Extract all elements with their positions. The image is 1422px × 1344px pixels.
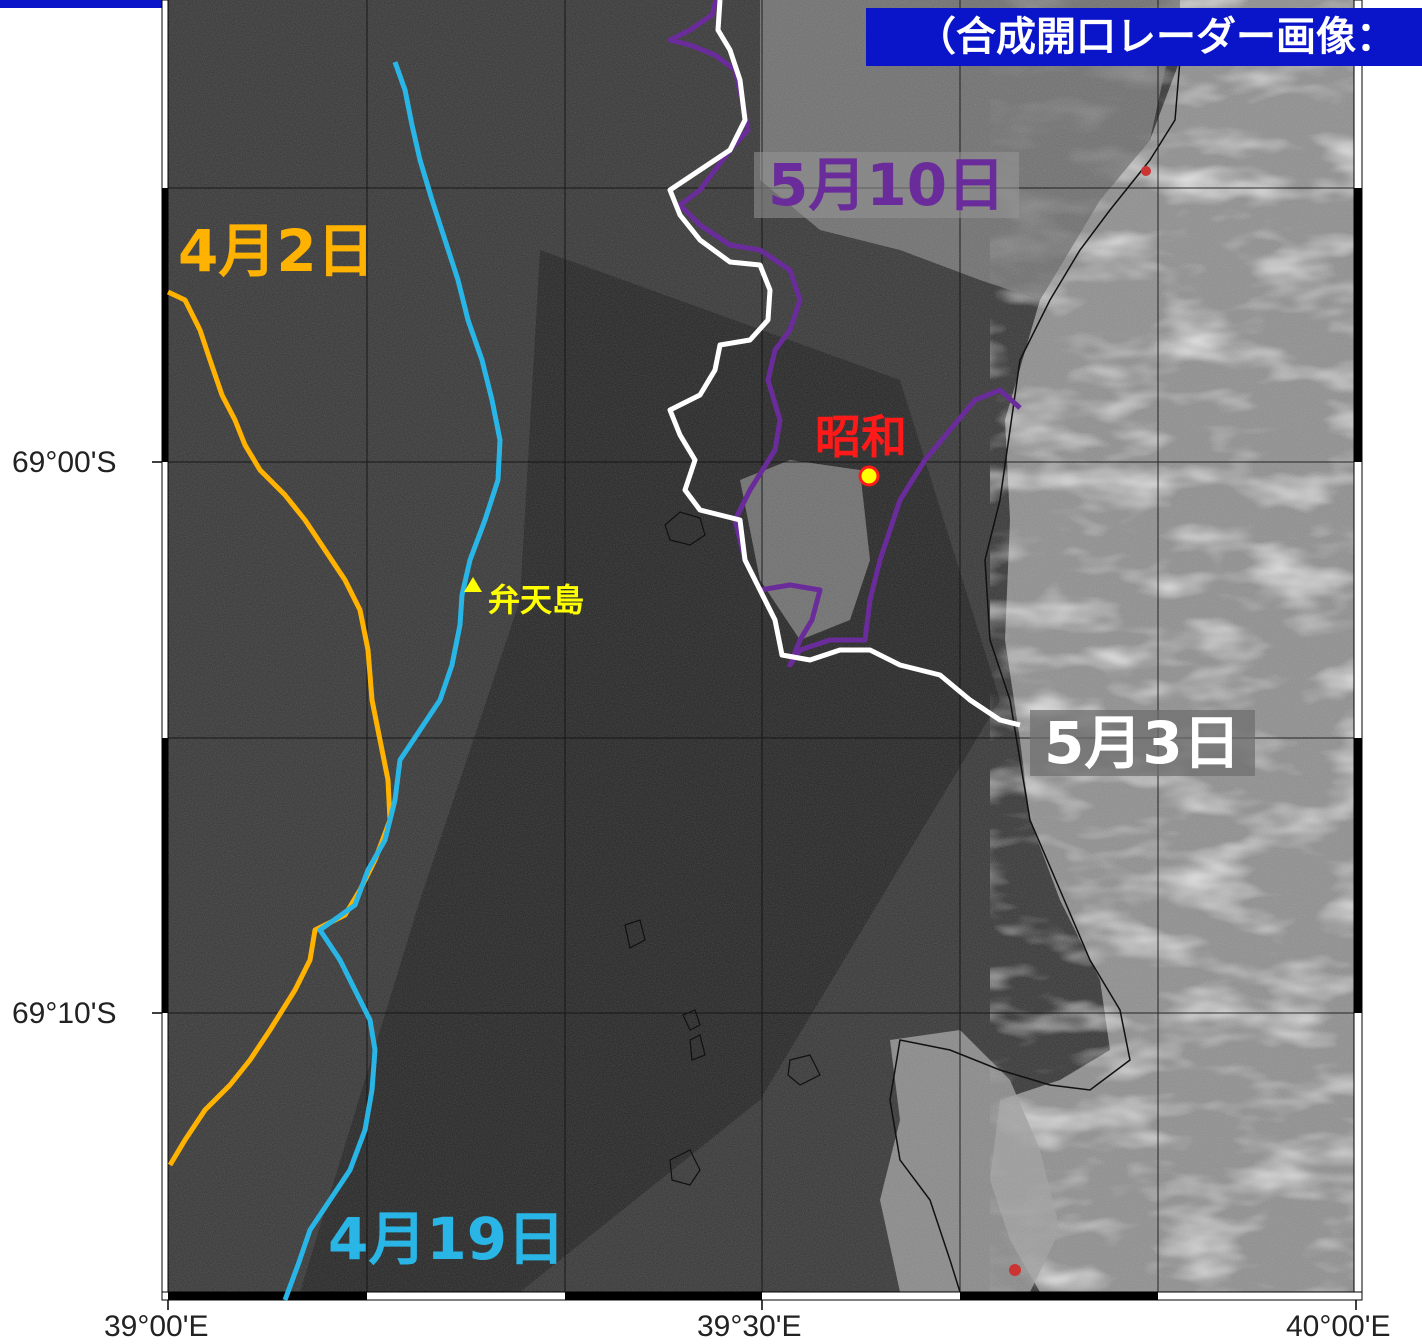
triangle-marker-icon xyxy=(464,577,482,592)
ice-edge-label-may10: 5月10日 xyxy=(754,152,1020,218)
lat-label-69-10: 69°10'S xyxy=(12,997,117,1030)
ice-edge-label-may3: 5月3日 xyxy=(1030,710,1255,776)
ice-edge-may3-line xyxy=(667,0,1021,728)
ice-edge-apr19-line xyxy=(282,61,503,1301)
coastline xyxy=(889,59,1181,1293)
ice-edge-label-apr2: 4月2日 xyxy=(178,217,375,285)
ice-edge-apr2-line xyxy=(166,289,393,1167)
station-circle-icon xyxy=(858,465,880,487)
place-label-benten: 弁天島 xyxy=(488,581,585,619)
lon-label-39-00: 39°00'E xyxy=(104,1310,209,1343)
place-label-showa: 昭和 xyxy=(815,410,907,464)
title-banner: （合成開口レーダー画像： xyxy=(866,8,1422,66)
lat-label-69-00: 69°00'S xyxy=(12,446,117,479)
lon-label-39-30: 39°30'E xyxy=(697,1310,802,1343)
islands xyxy=(624,511,821,1186)
map-frame xyxy=(152,0,1363,1310)
ice-edge-label-apr19: 4月19日 xyxy=(328,1205,566,1273)
marker-dot xyxy=(1141,166,1151,176)
lon-label-40-00: 40°00'E xyxy=(1286,1310,1391,1343)
marker-dot xyxy=(1009,1264,1021,1276)
